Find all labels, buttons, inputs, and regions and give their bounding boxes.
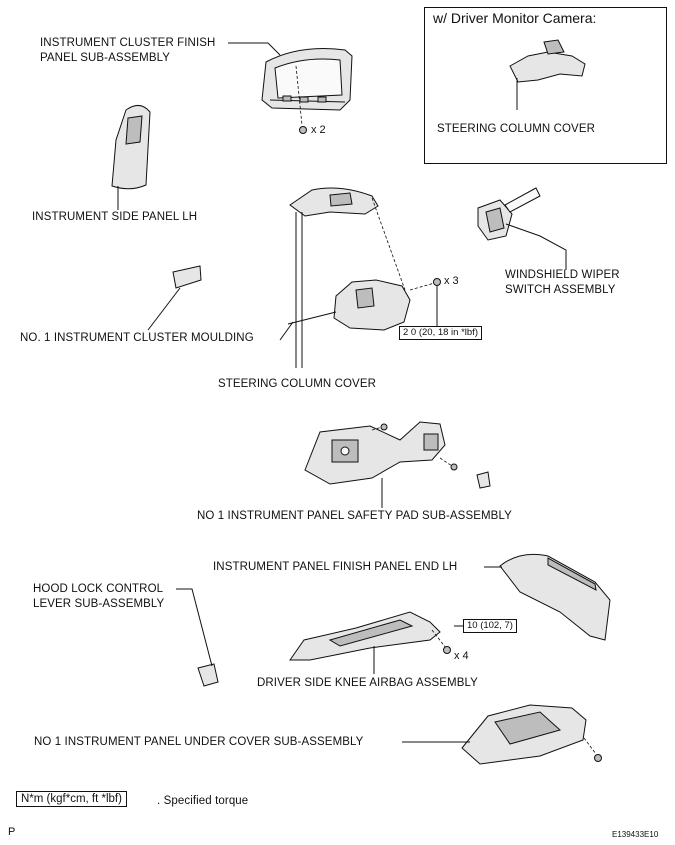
leader-cluster-moulding <box>147 287 181 331</box>
screw-icon <box>299 126 307 134</box>
clip-part <box>476 471 491 489</box>
torque-column-cover: 2 0 (20, 18 in *lbf) <box>399 326 482 340</box>
screw-icon <box>433 278 441 286</box>
instrument-panel-finish-end-lh <box>499 553 611 641</box>
screw-icon <box>380 423 388 431</box>
leader-cluster-finish <box>228 42 281 56</box>
label-hood-lock-line2: LEVER SUB-ASSEMBLY <box>33 598 165 610</box>
leader-hood-lock <box>176 588 213 667</box>
steering-column-cover <box>289 187 411 331</box>
leader-column-cover-c <box>287 311 337 325</box>
instrument-side-panel-lh <box>111 105 151 190</box>
torque-knee-airbag: 10 (102, 7) <box>463 619 517 633</box>
qty-airbag-bolts: x 4 <box>454 650 469 662</box>
label-column-cover: STEERING COLUMN COVER <box>218 378 377 390</box>
screw-icon <box>594 754 602 762</box>
label-safety-pad: NO 1 INSTRUMENT PANEL SAFETY PAD SUB-ASS… <box>197 510 512 522</box>
instrument-cluster-moulding <box>172 265 202 289</box>
inset-steering-column-cover <box>509 39 586 83</box>
torque-legend-text: . Specified torque <box>157 795 249 807</box>
figure-code: E139433E10 <box>612 830 659 839</box>
footer-left-mark: P <box>8 826 16 838</box>
qty-cluster-screws: x 2 <box>311 124 326 136</box>
label-wiper-line2: SWITCH ASSEMBLY <box>505 284 616 296</box>
label-side-panel: INSTRUMENT SIDE PANEL LH <box>32 211 198 223</box>
instrument-cluster-finish-panel <box>261 48 353 111</box>
driver-side-knee-airbag <box>289 611 441 661</box>
driver-monitor-camera-inset: w/ Driver Monitor Camera: <box>424 7 667 164</box>
windshield-wiper-switch <box>477 187 541 241</box>
leader-moulding-to-cover <box>279 321 294 341</box>
label-finish-end: INSTRUMENT PANEL FINISH PANEL END LH <box>213 561 458 573</box>
leader-wiper <box>505 223 567 270</box>
label-hood-lock-line1: HOOD LOCK CONTROL <box>33 583 164 595</box>
label-cluster-finish-line1: INSTRUMENT CLUSTER FINISH <box>40 37 216 49</box>
instrument-panel-safety-pad <box>304 421 446 485</box>
hood-lock-control-lever <box>197 663 219 687</box>
label-wiper-line1: WINDSHIELD WIPER <box>505 269 620 281</box>
screw-icon <box>450 463 458 471</box>
label-cluster-finish-line2: PANEL SUB-ASSEMBLY <box>40 52 171 64</box>
torque-legend-box: N*m (kgf*cm, ft *lbf) <box>16 791 127 807</box>
label-knee-airbag: DRIVER SIDE KNEE AIRBAG ASSEMBLY <box>257 677 478 689</box>
inset-title: w/ Driver Monitor Camera: <box>433 10 597 26</box>
instrument-panel-under-cover <box>461 704 587 765</box>
qty-cover-screws: x 3 <box>444 275 459 287</box>
inset-part-label: STEERING COLUMN COVER <box>437 123 596 135</box>
bolt-icon <box>443 646 451 654</box>
label-cluster-moulding: NO. 1 INSTRUMENT CLUSTER MOULDING <box>20 332 254 344</box>
label-under-cover: NO 1 INSTRUMENT PANEL UNDER COVER SUB-AS… <box>34 736 364 748</box>
